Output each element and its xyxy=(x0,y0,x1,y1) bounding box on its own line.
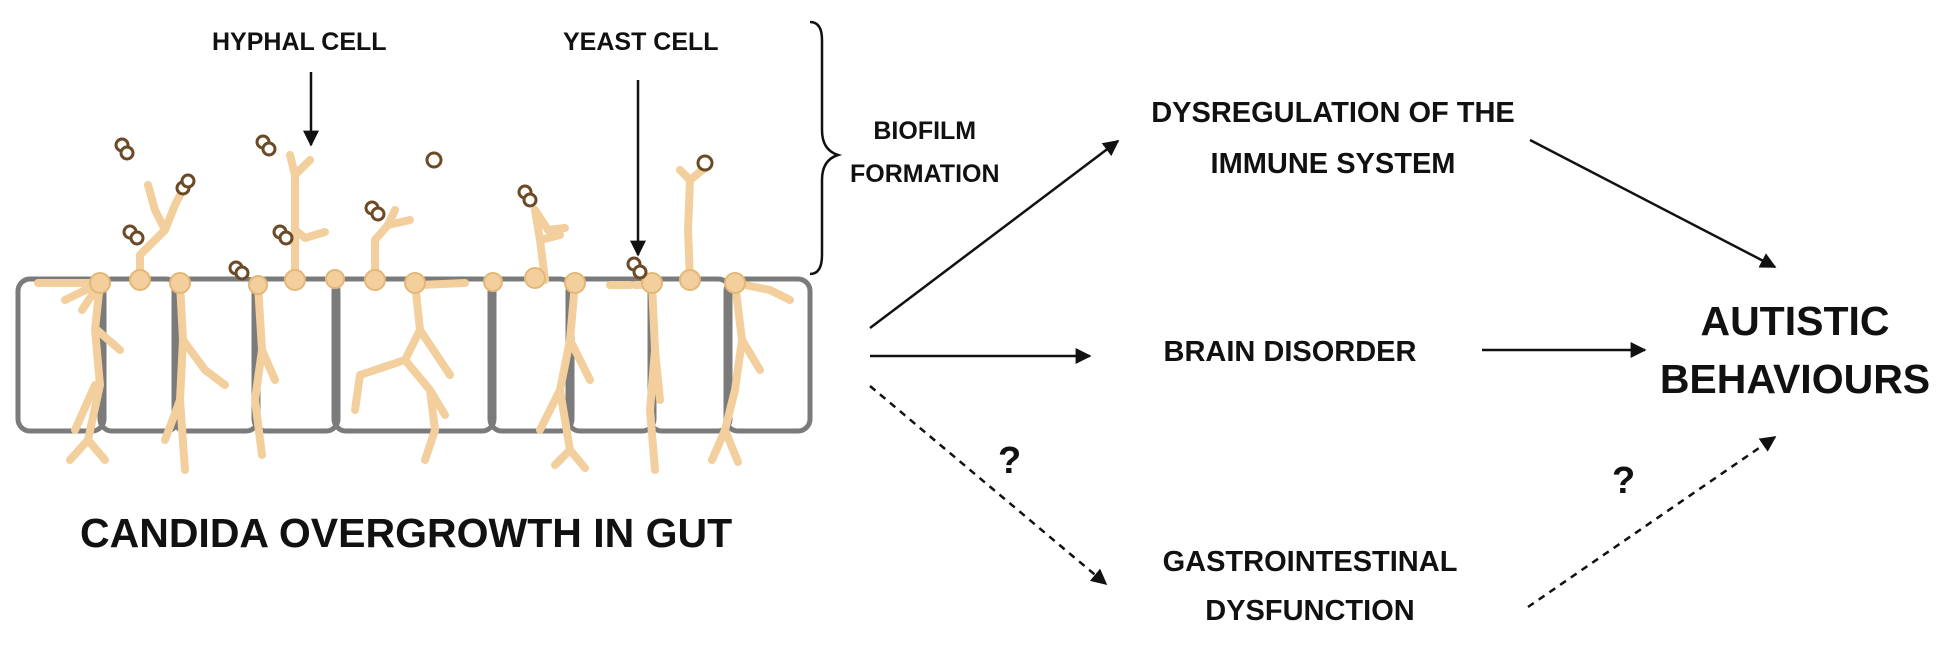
autistic-line-2: BEHAVIOURS xyxy=(1659,356,1931,403)
hyphal-nodes xyxy=(89,267,746,295)
biofilm-line-1: BIOFILM xyxy=(873,117,977,145)
dysregulation-node: DYSREGULATION OF THE IMMUNE SYSTEM xyxy=(1128,88,1538,190)
yeast-cell-label: YEAST CELL xyxy=(563,28,719,56)
brain-disorder-node: BRAIN DISORDER xyxy=(1163,336,1417,368)
dysregulation-line-1: DYSREGULATION OF THE xyxy=(1151,97,1515,129)
hyphae xyxy=(34,151,794,474)
epithelial-cell xyxy=(171,276,261,434)
epithelial-cell xyxy=(647,276,733,434)
dysregulation-line-2: IMMUNE SYSTEM xyxy=(1210,147,1456,180)
biofilm-line-2: FORMATION xyxy=(850,159,1000,188)
epithelial-cell xyxy=(97,276,181,434)
arrow-gastro-to-autistic xyxy=(1527,435,1777,609)
hyphal-cell-label: HYPHAL CELL xyxy=(212,28,387,56)
autistic-line-1: AUTISTIC xyxy=(1700,298,1890,344)
arrow-dysregulation-to-autistic xyxy=(1529,138,1777,269)
arrow-to-gastro xyxy=(869,385,1108,586)
question-mark-left: ? xyxy=(998,440,1022,482)
candida-overgrowth-title: CANDIDA OVERGROWTH IN GUT xyxy=(80,510,733,556)
arrow-to-dysregulation xyxy=(869,140,1120,329)
biofilm-brace xyxy=(809,20,843,276)
gastro-line-1: GASTROINTESTINAL xyxy=(1162,546,1458,578)
gastro-dysfunction-node: GASTROINTESTINAL DYSFUNCTION xyxy=(1140,538,1480,637)
gastro-line-2: DYSFUNCTION xyxy=(1205,595,1415,628)
yeast-cells xyxy=(114,134,714,281)
epithelial-cell xyxy=(723,276,813,434)
biofilm-formation-label: BIOFILM FORMATION xyxy=(850,110,1000,195)
autistic-behaviours-node: AUTISTIC BEHAVIOURS xyxy=(1650,292,1940,408)
question-mark-right: ? xyxy=(1612,460,1636,502)
